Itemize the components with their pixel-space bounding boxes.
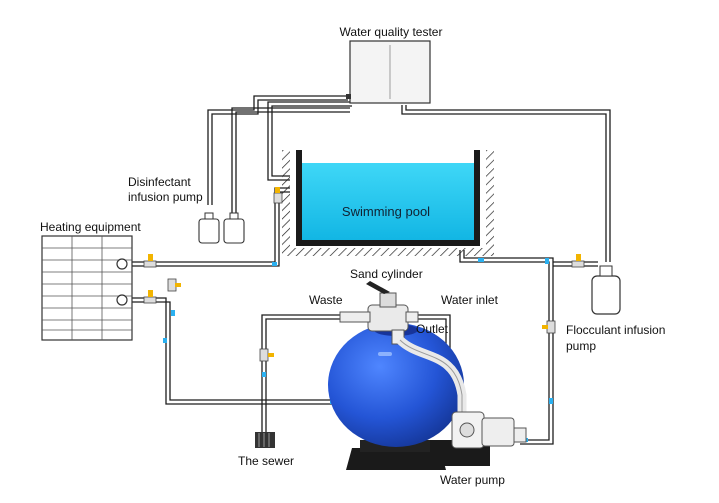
sewer: The sewer	[238, 432, 294, 468]
disinfectant-pump-label-1: Disinfectant	[128, 175, 191, 189]
water-inlet-label: Water inlet	[441, 293, 499, 307]
flocculant-infusion-pump: Flocculant infusion pump	[566, 265, 665, 353]
valves	[143, 187, 585, 362]
pipe-network	[132, 95, 611, 445]
waste-label: Waste	[309, 293, 343, 307]
sewer-label: The sewer	[238, 454, 294, 468]
sand-cylinder-label: Sand cylinder	[350, 267, 423, 281]
disinfectant-pump-label-2: infusion pump	[128, 190, 203, 204]
water-quality-tester: Water quality tester	[340, 25, 443, 104]
water-pump: Water pump	[430, 411, 527, 487]
flocculant-pump-label-2: pump	[566, 339, 596, 353]
water-quality-tester-label: Water quality tester	[340, 25, 443, 39]
flocculant-pump-label-1: Flocculant infusion	[566, 323, 665, 337]
heating-equipment-label: Heating equipment	[40, 220, 141, 234]
swimming-pool: Swimming pool	[282, 150, 494, 256]
disinfectant-infusion-pump: Disinfectant infusion pump	[128, 175, 245, 244]
heating-equipment: Heating equipment	[40, 220, 141, 341]
outlet-label: Outlet	[416, 322, 449, 336]
swimming-pool-label: Swimming pool	[342, 204, 430, 219]
water-pump-label: Water pump	[440, 473, 505, 487]
